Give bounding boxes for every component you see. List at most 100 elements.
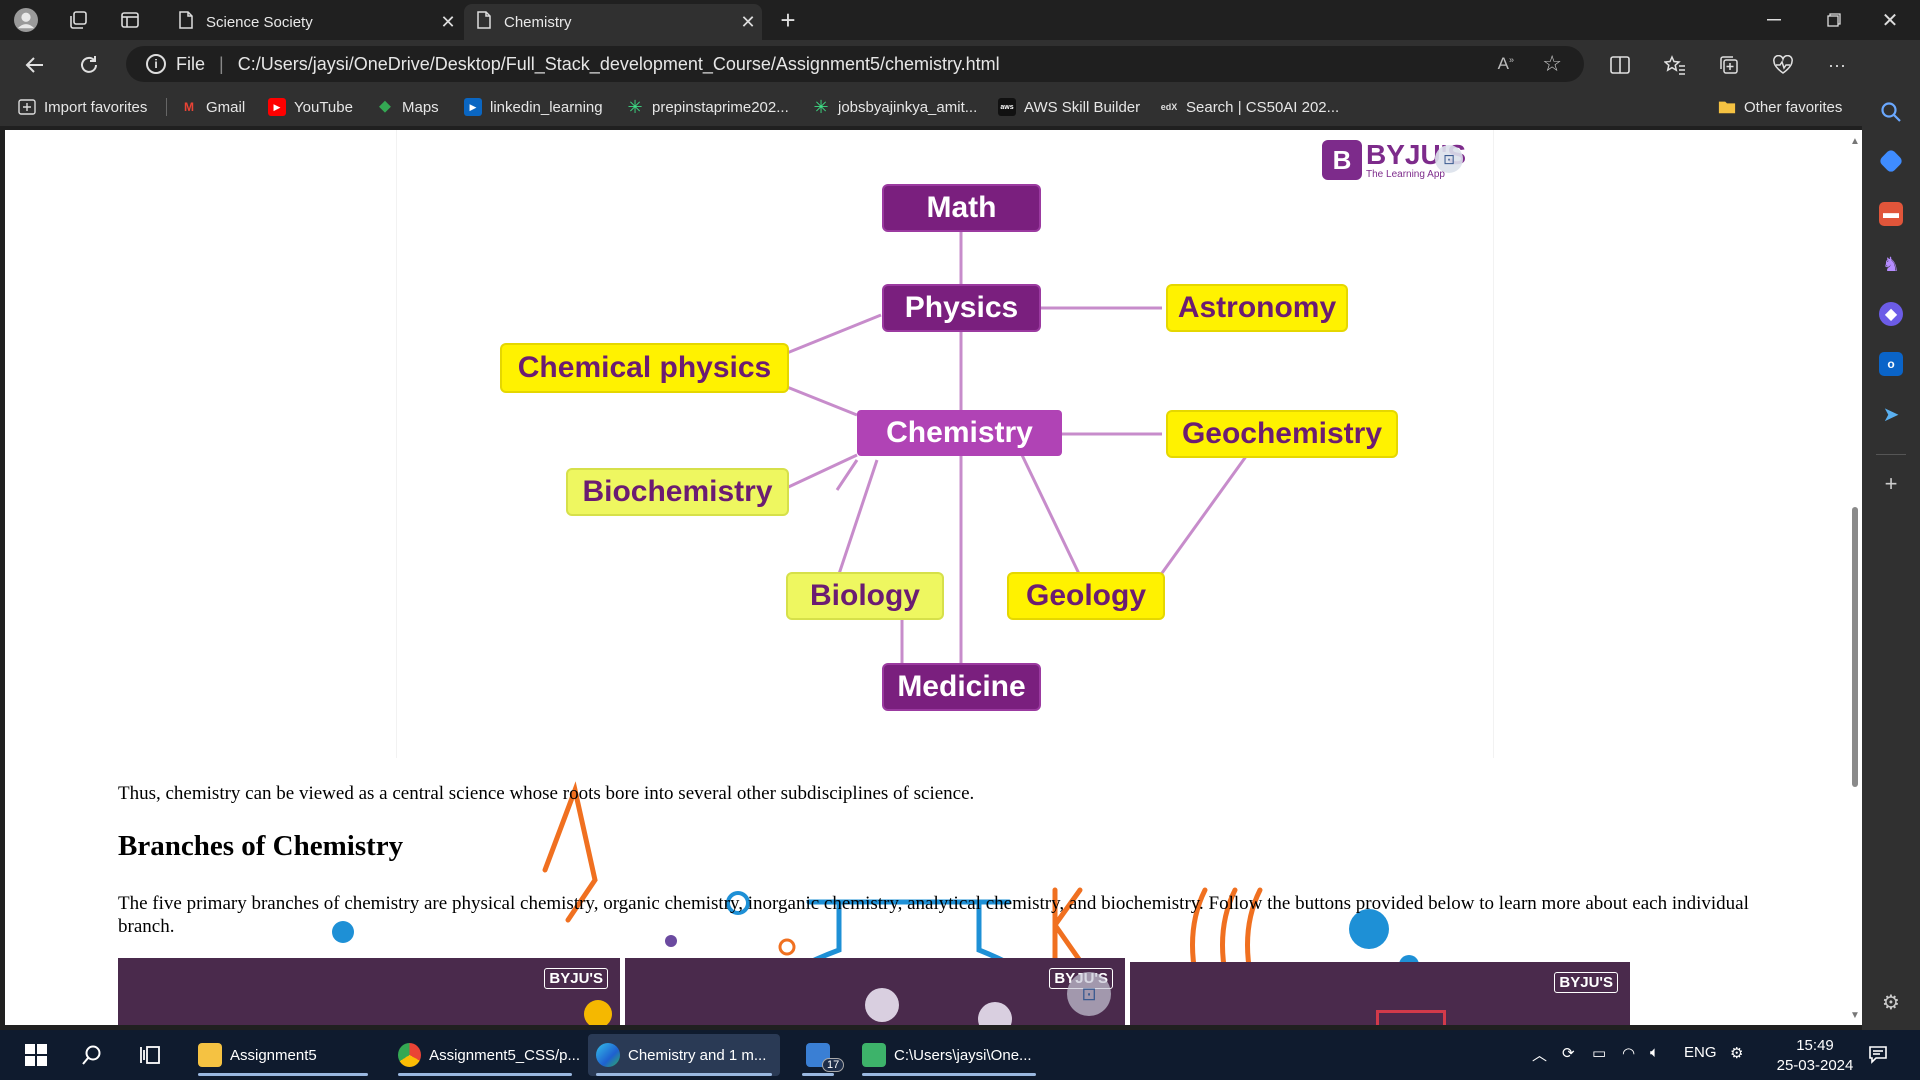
read-aloud-icon[interactable]: A» [1497, 54, 1514, 73]
drop-send-icon[interactable]: ➤ [1882, 403, 1900, 426]
url-text[interactable]: C:/Users/jaysi/OneDrive/Desktop/Full_Sta… [237, 53, 1000, 74]
show-hidden-icons-chevron-icon[interactable]: ︿ [1532, 1047, 1548, 1064]
taskbar-search-icon[interactable] [72, 1034, 112, 1076]
page-scrollbar[interactable]: ▲ ▼ [1848, 130, 1862, 1025]
address-bar[interactable]: i File | C:/Users/jaysi/OneDrive/Desktop… [126, 46, 1584, 82]
visual-search-icon[interactable]: ⊡ [1435, 145, 1463, 173]
scroll-down-icon[interactable]: ▼ [1850, 1010, 1860, 1021]
taskbar-app-chrome[interactable]: Assignment5_CSS/p... [390, 1034, 580, 1076]
collections-icon[interactable] [1714, 50, 1744, 80]
favorite-label: Maps [402, 98, 439, 116]
tab-title: Science Society [206, 13, 313, 31]
close-tab-icon[interactable]: ✕ [440, 11, 456, 32]
wifi-icon[interactable]: ◠ [1622, 1045, 1636, 1062]
favorite-label: Search | CS50AI 202... [1186, 98, 1340, 116]
favorite-linkedin[interactable]: ▶ linkedin_learning [464, 96, 603, 118]
favorite-label: YouTube [294, 98, 353, 116]
taskbar-app-mail[interactable]: 17 [794, 1034, 845, 1076]
restore-icon[interactable] [1822, 8, 1846, 32]
linkedin-icon: ▶ [464, 98, 482, 116]
scheme-label: File [176, 53, 206, 74]
thumb-decor-circle [865, 988, 899, 1022]
workspaces-icon[interactable] [66, 8, 90, 32]
tab-science-society[interactable]: Science Society ✕ [166, 4, 462, 40]
clock[interactable]: 15:49 25-03-2024 [1775, 1036, 1855, 1076]
volume-icon[interactable]: 🔈︎ [1650, 1044, 1660, 1061]
taskbar-app-label: Assignment5_CSS/p... [429, 1046, 580, 1064]
games-chess-icon[interactable]: ♞ [1882, 253, 1900, 276]
favorite-cs50ai[interactable]: edX Search | CS50AI 202... [1160, 96, 1339, 118]
scroll-thumb[interactable] [1852, 507, 1858, 787]
site-info-icon[interactable]: i [146, 54, 166, 74]
tab-actions-icon[interactable] [118, 8, 142, 32]
byjus-tagline: The Learning App [1366, 168, 1445, 180]
profile-avatar-icon[interactable] [14, 8, 38, 32]
favorite-import[interactable]: Import favorites [18, 96, 147, 118]
taskbar-app-edge[interactable]: Chemistry and 1 m... [588, 1034, 780, 1076]
scroll-up-icon[interactable]: ▲ [1850, 136, 1860, 147]
thumb-brand-logo: BYJU'S [544, 968, 608, 989]
browser-title-bar: Science Society ✕ Chemistry ✕ + ✕ [0, 0, 1920, 40]
branch-card-3[interactable]: BYJU'S [1130, 962, 1630, 1025]
taskbar-app-label: Assignment5 [230, 1046, 317, 1064]
navigation-bar: i File | C:/Users/jaysi/OneDrive/Desktop… [0, 40, 1920, 88]
language-indicator[interactable]: ENG [1684, 1044, 1717, 1061]
favorites-icon[interactable] [1660, 50, 1690, 80]
branches-description-wrap: The five primary branches of chemistry a… [118, 892, 1758, 938]
clock-time: 15:49 [1796, 1037, 1834, 1054]
taskbar-app-label: Chemistry and 1 m... [628, 1046, 767, 1064]
favorite-aws[interactable]: aws AWS Skill Builder [998, 96, 1140, 118]
branch-card-2[interactable]: BYJU'S ⊡ [625, 958, 1125, 1025]
close-tab-icon[interactable]: ✕ [740, 11, 756, 32]
byjus-logo-mark: B [1322, 140, 1362, 180]
taskbar-app-notepad[interactable]: C:\Users\jaysi\One... [854, 1034, 1044, 1076]
notifications-icon[interactable] [1868, 1044, 1888, 1068]
node-physics: Physics [884, 286, 1039, 330]
sync-status-icon[interactable]: ⟳ [1562, 1045, 1575, 1062]
tab-chemistry[interactable]: Chemistry ✕ [464, 4, 762, 40]
search-icon[interactable] [1879, 100, 1903, 124]
tools-briefcase-icon[interactable]: ▬ [1879, 202, 1903, 226]
browser-essentials-icon[interactable] [1768, 50, 1798, 80]
favorite-maps[interactable]: ⬥ Maps [376, 96, 439, 118]
thumb-decor-circle [978, 1002, 1012, 1025]
sidebar-divider [1876, 454, 1906, 455]
battery-icon[interactable]: ▭ [1592, 1045, 1607, 1062]
minimize-icon[interactable] [1762, 8, 1786, 32]
windows-taskbar: Assignment5 Assignment5_CSS/p... Chemist… [0, 1030, 1920, 1080]
back-icon[interactable] [20, 50, 50, 80]
favorite-star-icon[interactable]: ☆ [1542, 51, 1562, 76]
add-sidebar-app-icon[interactable]: + [1884, 471, 1898, 496]
chrome-icon [398, 1043, 422, 1067]
favorite-jobsbyajinkya[interactable]: ✳ jobsbyajinkya_amit... [812, 96, 977, 118]
task-view-icon[interactable] [130, 1034, 170, 1076]
mail-unread-badge: 17 [822, 1058, 845, 1072]
branch-card-1[interactable]: BYJU'S [118, 958, 620, 1025]
favorites-bar: Import favorites M Gmail ▶ YouTube ⬥ Map… [0, 88, 1920, 126]
outlook-icon[interactable]: o [1879, 352, 1903, 376]
thumb-brand-logo: BYJU'S [1554, 972, 1618, 993]
taskbar-app-explorer[interactable]: Assignment5 [190, 1034, 376, 1076]
import-icon [18, 98, 36, 116]
start-button[interactable] [16, 1034, 56, 1076]
new-tab-icon[interactable]: + [780, 4, 796, 35]
shopping-tag-icon[interactable] [1878, 148, 1904, 174]
sidebar-settings-icon[interactable]: ⚙ [1882, 991, 1900, 1014]
favorite-youtube[interactable]: ▶ YouTube [268, 96, 353, 118]
favorite-other-folder[interactable]: Other favorites [1718, 96, 1842, 118]
split-screen-icon[interactable] [1605, 50, 1635, 80]
branches-heading: Branches of Chemistry [118, 830, 404, 862]
favorite-gmail[interactable]: M Gmail [180, 96, 245, 118]
edx-icon: edX [1160, 102, 1178, 112]
favorite-label: AWS Skill Builder [1024, 98, 1141, 116]
favorite-prepinsta[interactable]: ✳ prepinstaprime202... [626, 96, 788, 118]
visual-search-icon[interactable]: ⊡ [1067, 972, 1111, 1016]
edge-sidebar: ▬ ♞ ◆ o ➤ + ⚙ [1862, 40, 1920, 1030]
favorite-label: Other favorites [1744, 98, 1843, 116]
article-intro: Thus, chemistry can be viewed as a centr… [118, 782, 1758, 805]
refresh-icon[interactable] [74, 50, 104, 80]
more-options-icon[interactable]: ··· [1828, 54, 1846, 75]
settings-gear-icon[interactable]: ⚙ [1730, 1045, 1744, 1062]
copilot-sidebar-icon[interactable]: ◆ [1879, 302, 1903, 326]
close-window-icon[interactable]: ✕ [1881, 9, 1899, 32]
